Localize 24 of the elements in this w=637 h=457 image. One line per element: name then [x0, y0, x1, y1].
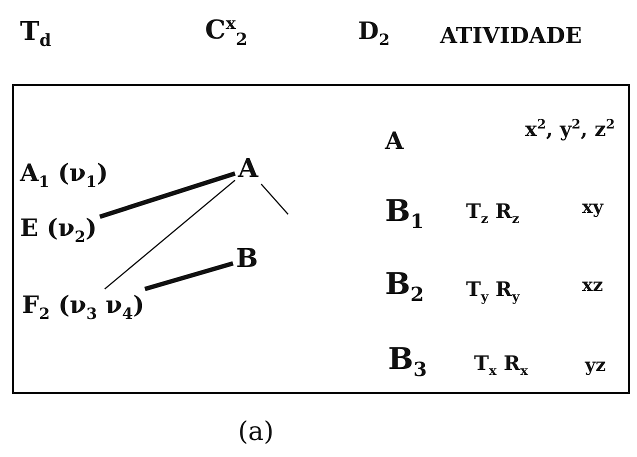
- symmetry-label: B: [236, 245, 258, 274]
- caption: (a): [238, 418, 274, 447]
- activity-label: xy: [582, 198, 604, 218]
- activity-label: xz: [582, 276, 603, 296]
- correlation-line: [104, 180, 236, 290]
- group-label: D$_{2}$: [358, 18, 390, 48]
- thick-line: [144, 261, 234, 292]
- activity-label: x$^{2}$, y$^{2}$, z$^{2}$: [525, 118, 615, 140]
- activity-label: T$_{x}$ R$_{x}$: [474, 352, 528, 380]
- correlation-line: [260, 184, 289, 215]
- species-label: A: [385, 128, 404, 154]
- thick-line: [99, 171, 236, 219]
- symmetry-label: F$_{2}$ (ν$_{3}$ ν$_{4}$): [22, 292, 144, 322]
- symmetry-label: E (ν$_{2}$): [20, 215, 97, 245]
- column-header: ATIVIDADE: [440, 24, 582, 48]
- activity-label: yz: [585, 356, 606, 376]
- activity-label: T$_{y}$ R$_{y}$: [466, 278, 520, 306]
- symmetry-label: A$_{1}$ (ν$_{1}$): [20, 160, 108, 190]
- species-label: B$_{1}$: [385, 195, 424, 232]
- activity-label: T$_{z}$ R$_{z}$: [466, 200, 520, 228]
- group-label: T$_{d}$: [20, 18, 52, 50]
- species-label: B$_{2}$: [385, 268, 424, 306]
- species-label: B$_{3}$: [388, 343, 427, 380]
- symmetry-label: A: [238, 155, 258, 184]
